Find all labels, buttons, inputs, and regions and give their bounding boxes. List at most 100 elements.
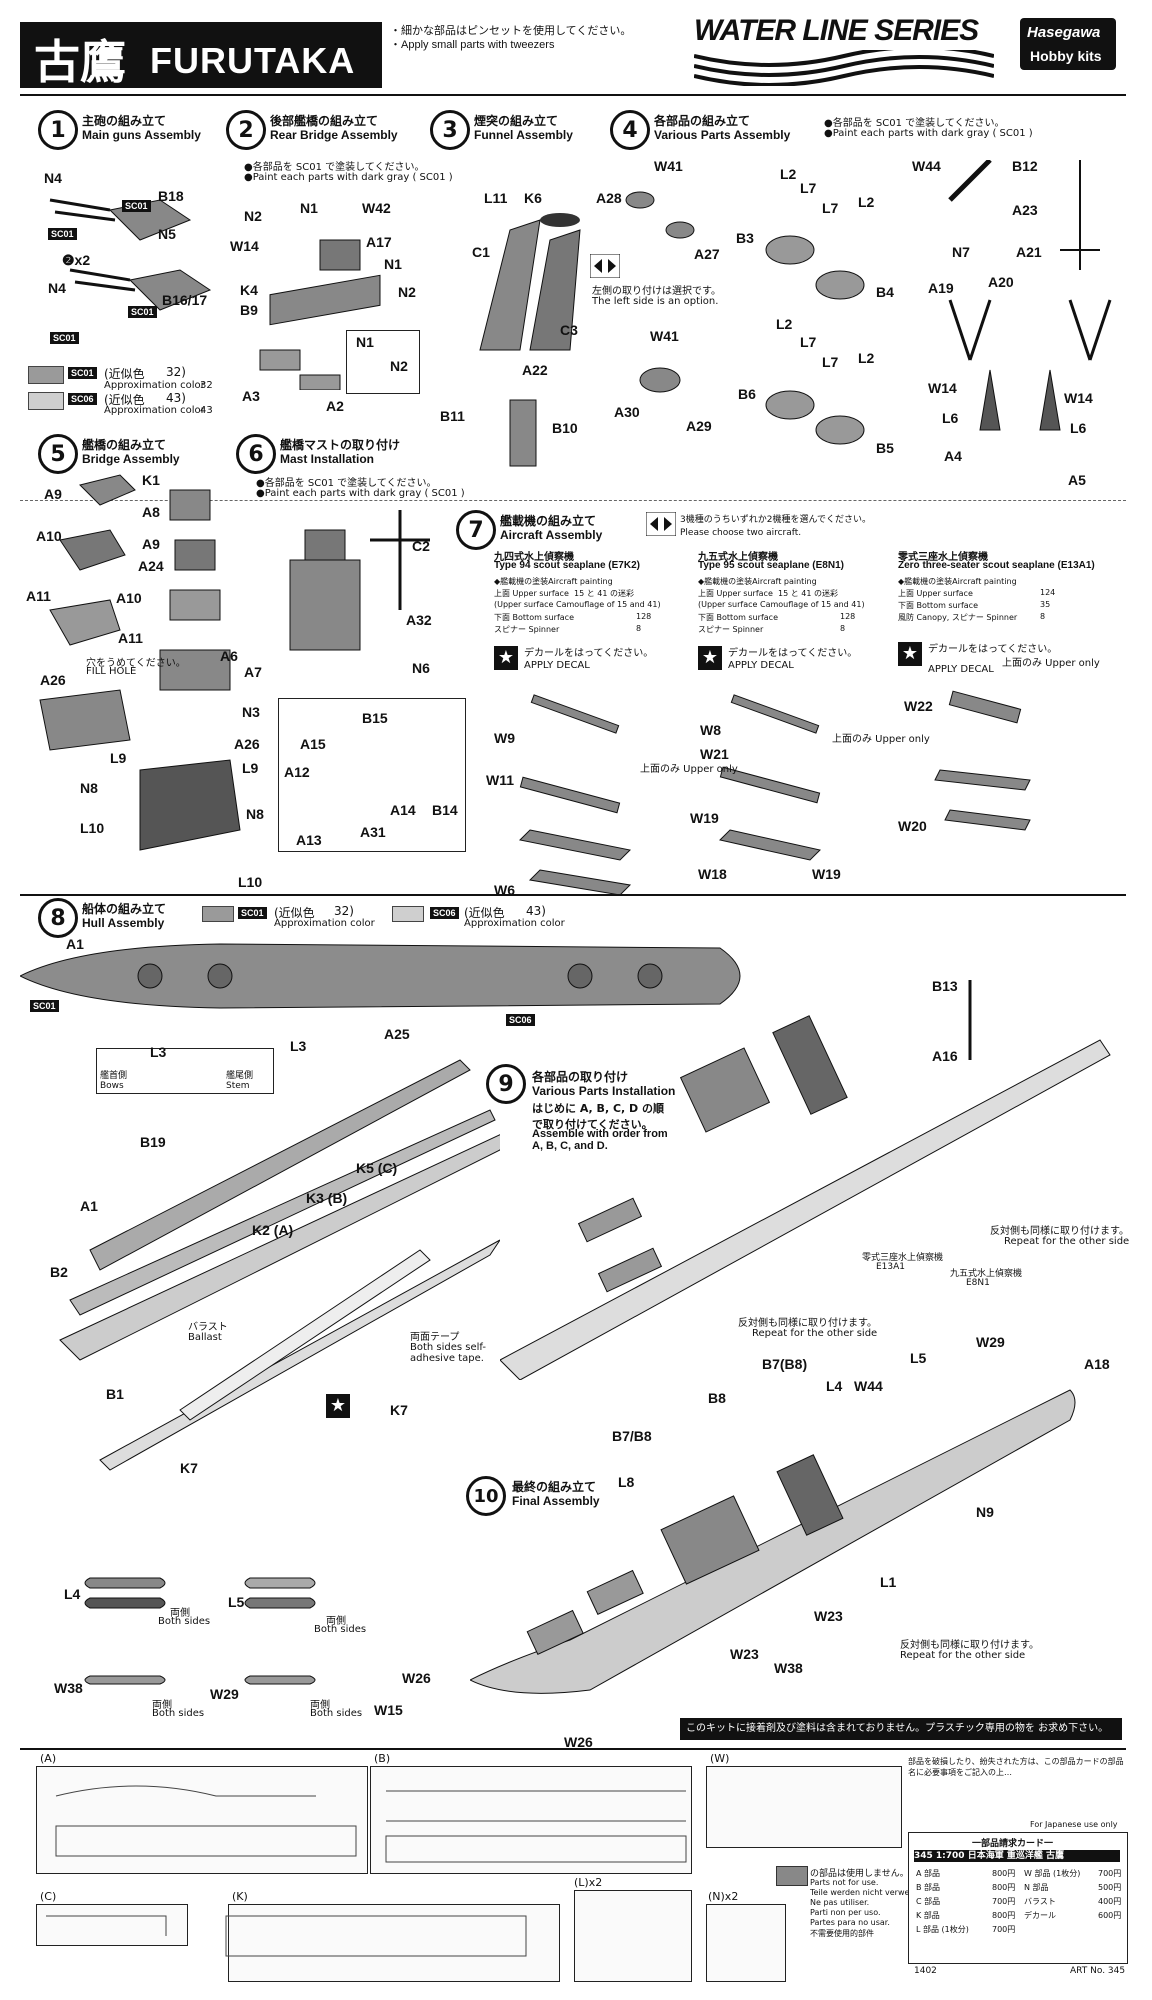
order-card-art-no: ART No. 345 — [1070, 1966, 1126, 1976]
hull-deck-diagram — [20, 943, 741, 1009]
runner-sprue-shapes — [46, 1785, 687, 1957]
legend-swatch-43-b — [392, 906, 424, 922]
disclaimer-banner: このキットに接着剤及び塗料は含まれておりません。プラスチック専用の物を お求め下… — [680, 1718, 1122, 1740]
both-sides-jp-2: 両側 — [326, 1616, 346, 1627]
part-label-a22: A22 — [522, 362, 548, 378]
not-for-use-1: Parts not for use. — [810, 1878, 879, 1887]
legend-swatch-43 — [28, 392, 64, 410]
order-row-2-a: B 部品 — [916, 1883, 941, 1892]
order-row-3-d: 400円 — [1098, 1897, 1122, 1906]
upper-only-note-2: 上面のみ Upper only — [640, 764, 738, 775]
aircraft-1-painting: ◆艦載機の塗装Aircraft painting — [494, 577, 613, 586]
part-label-w21: W21 — [700, 746, 729, 762]
both-sides-en-4: Both sides — [310, 1708, 363, 1719]
part-label-a14: A14 — [390, 802, 416, 818]
seaplane-diagrams — [518, 690, 1031, 896]
option-arrows-icon — [590, 254, 620, 278]
part-label-w19b: W19 — [812, 866, 841, 882]
part-label-l10b: L10 — [238, 874, 263, 890]
part-label-b12: B12 — [1012, 158, 1038, 174]
runner-n — [706, 1904, 786, 1982]
part-label-w44b: W44 — [854, 1378, 883, 1394]
ballast-jp: バラスト — [188, 1322, 228, 1333]
part-label-l7d: L7 — [822, 354, 839, 370]
part-label-l2c: L2 — [776, 316, 793, 332]
part-label-b9: B9 — [240, 302, 258, 318]
upper-only-note: 上面のみ Upper only — [1002, 658, 1100, 669]
part-label-a1: A1 — [66, 936, 84, 952]
part-label-b15: B15 — [362, 710, 388, 726]
order-row-1-c: W 部品 (1枚分) — [1024, 1869, 1081, 1878]
decal-star-icon: ★ — [898, 642, 922, 666]
part-label-l7b: L7 — [822, 200, 839, 216]
order-row-3-a: C 部品 — [916, 1897, 941, 1906]
step-6-title-jp: 艦橋マストの取り付け — [280, 438, 401, 452]
part-label-a13: A13 — [296, 832, 322, 848]
part-label-a25: A25 — [384, 1026, 410, 1042]
legend-sc01-b: SC01 — [238, 907, 267, 919]
paint-code-sc01: SC01 — [50, 332, 79, 344]
legend-approx-en-32: 32 — [200, 380, 213, 391]
bridge-detail-box — [278, 698, 466, 852]
step-5-number: 5 — [38, 434, 78, 474]
aircraft-3-title-jp: 零式三座水上偵察機 — [898, 552, 988, 563]
title-latin: FURUTAKA — [150, 40, 356, 81]
part-label-w8: W8 — [700, 722, 721, 738]
order-row-1-d: 700円 — [1098, 1869, 1122, 1878]
runner-n-label: (N)x2 — [708, 1890, 739, 1903]
e8n1-en: E8N1 — [966, 1278, 990, 1288]
step-1-number: 1 — [38, 110, 78, 150]
part-label-k7b: K7 — [180, 1460, 198, 1476]
part-label-a5: A5 — [1068, 472, 1086, 488]
step-7-choose-en: Please choose two aircraft. — [680, 528, 802, 538]
part-label-l1: L1 — [880, 1574, 897, 1590]
step-3-title-jp: 煙突の組み立て — [474, 114, 559, 128]
legend-approx-en-2: Approximation color — [104, 405, 205, 416]
step-10-number: 10 — [466, 1476, 506, 1516]
step-6-title-en: Mast Installation — [280, 452, 375, 466]
both-sides-jp: 両側 — [170, 1608, 190, 1619]
order-row-4-d: 600円 — [1098, 1911, 1122, 1920]
step-2-title-en: Rear Bridge Assembly — [270, 128, 398, 142]
part-label-k4: K4 — [240, 282, 258, 298]
part-label-l6: L6 — [942, 410, 959, 426]
part-label-w15: W15 — [374, 1702, 403, 1718]
part-label-w20: W20 — [898, 818, 927, 834]
part-label-b18: B18 — [158, 188, 184, 204]
step-5-title-en: Bridge Assembly — [82, 452, 180, 466]
part-label-w23b: W23 — [730, 1646, 759, 1662]
both-sides-en: Both sides — [158, 1616, 211, 1627]
part-label-w42: W42 — [362, 200, 391, 216]
step-4-note-en: ●Paint each parts with dark gray ( SC01 … — [824, 128, 1033, 139]
hull-parts-diagram — [59, 1059, 500, 1471]
mast-diagram — [289, 510, 430, 651]
part-label-l7c: L7 — [800, 334, 817, 350]
part-label-a20: A20 — [988, 274, 1014, 290]
part-label-a27: A27 — [694, 246, 720, 262]
legend-approx-en-43: 43 — [200, 405, 213, 416]
aircraft-3-title-en: Zero three-seater scout seaplane (E13A1) — [898, 560, 1095, 571]
aircraft-2-title-jp: 九五式水上偵察機 — [698, 552, 778, 563]
aircraft-3-spinner-val: 8 — [1040, 612, 1046, 621]
legend-approx-43-b: 43) — [526, 904, 546, 918]
part-label-a15: A15 — [300, 736, 326, 752]
part-label-a2: A2 — [326, 398, 344, 414]
part-label-b13: B13 — [932, 978, 958, 994]
top-rule — [20, 94, 1126, 96]
repeat-note-jp: 反対側も同様に取り付けます。 — [990, 1226, 1129, 1237]
part-label-n1: N1 — [300, 200, 318, 216]
step-6-note-jp: ●各部品を SC01 で塗装してください。 — [256, 478, 437, 489]
part-label-a18: A18 — [1084, 1356, 1110, 1372]
aircraft-1-upper: 上面 Upper surface — [494, 589, 569, 598]
step-1-title-en: Main guns Assembly — [82, 128, 201, 142]
step-2-title-jp: 後部艦橋の組み立て — [270, 114, 379, 128]
step-9-title-jp: 各部品の取り付け — [532, 1070, 629, 1084]
part-label-a23: A23 — [1012, 202, 1038, 218]
part-label-a21: A21 — [1016, 244, 1042, 260]
aircraft-1-upper-en: (Upper surface Camouflage of 15 and 41) — [494, 600, 661, 609]
legend-sc01: SC01 — [68, 367, 97, 379]
aircraft-1-spinner-val: 8 — [636, 624, 642, 633]
legend-approx-en-b: Approximation color — [274, 918, 375, 929]
aircraft-3-decal-en: APPLY DECAL — [928, 664, 994, 675]
not-for-use-4: Parti non per uso. — [810, 1908, 881, 1917]
